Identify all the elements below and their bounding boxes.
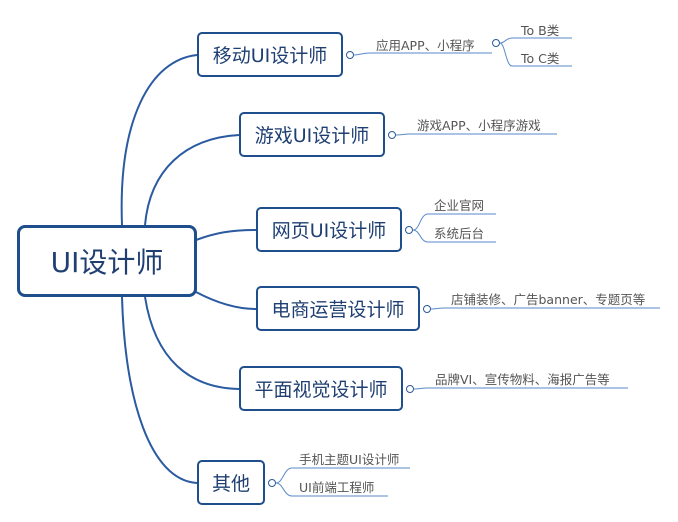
leaf-to-c[interactable]: To C类 bbox=[521, 51, 560, 66]
collapse-toggle[interactable] bbox=[346, 51, 354, 59]
collapse-toggle[interactable] bbox=[388, 131, 396, 139]
connector-root-other bbox=[121, 296, 198, 484]
connector-root-ecommerce bbox=[195, 291, 257, 310]
leaf-game-app[interactable]: 游戏APP、小程序游戏 bbox=[417, 118, 541, 133]
leaf-app-miniprogram[interactable]: 应用APP、小程序 bbox=[376, 38, 475, 53]
connector-app-tob bbox=[499, 37, 572, 44]
branch-mobile-ui[interactable]: 移动UI设计师 bbox=[197, 32, 343, 77]
root-node[interactable]: UI设计师 bbox=[17, 225, 197, 297]
connector-root-game bbox=[144, 134, 240, 226]
collapse-toggle[interactable] bbox=[423, 305, 431, 313]
leaf-to-b[interactable]: To B类 bbox=[521, 23, 560, 38]
connector-root-mobile bbox=[120, 54, 198, 226]
collapse-toggle[interactable] bbox=[405, 226, 413, 234]
collapse-toggle[interactable] bbox=[492, 39, 500, 47]
branch-other[interactable]: 其他 bbox=[197, 460, 265, 505]
connector-web-site bbox=[412, 213, 496, 231]
leaf-theme-ui[interactable]: 手机主题UI设计师 bbox=[299, 452, 400, 467]
connector-root-visual bbox=[144, 296, 240, 390]
branch-game-ui[interactable]: 游戏UI设计师 bbox=[239, 112, 385, 157]
leaf-store-decoration[interactable]: 店铺装修、广告banner、专题页等 bbox=[451, 292, 646, 307]
collapse-toggle[interactable] bbox=[268, 479, 276, 487]
leaf-frontend-engineer[interactable]: UI前端工程师 bbox=[299, 480, 375, 495]
branch-web-ui[interactable]: 网页UI设计师 bbox=[256, 207, 402, 252]
branch-ecommerce[interactable]: 电商运营设计师 bbox=[256, 286, 420, 331]
connector-app-toc bbox=[499, 42, 572, 67]
connector-visual-leaf bbox=[413, 387, 628, 390]
leaf-corporate-site[interactable]: 企业官网 bbox=[434, 198, 485, 213]
connector-other-theme bbox=[275, 467, 410, 484]
connector-ecommerce-leaf bbox=[430, 307, 660, 310]
leaf-brand-vi[interactable]: 品牌VI、宣传物料、海报广告等 bbox=[435, 372, 610, 387]
branch-visual[interactable]: 平面视觉设计师 bbox=[239, 366, 403, 411]
connector-root-web bbox=[195, 229, 257, 241]
collapse-toggle[interactable] bbox=[406, 385, 414, 393]
connector-mobile-app bbox=[353, 52, 492, 56]
connector-other-frontend bbox=[275, 482, 388, 497]
connector-game-leaf bbox=[395, 133, 557, 136]
leaf-admin-system[interactable]: 系统后台 bbox=[434, 226, 485, 241]
connector-web-admin bbox=[412, 229, 496, 243]
